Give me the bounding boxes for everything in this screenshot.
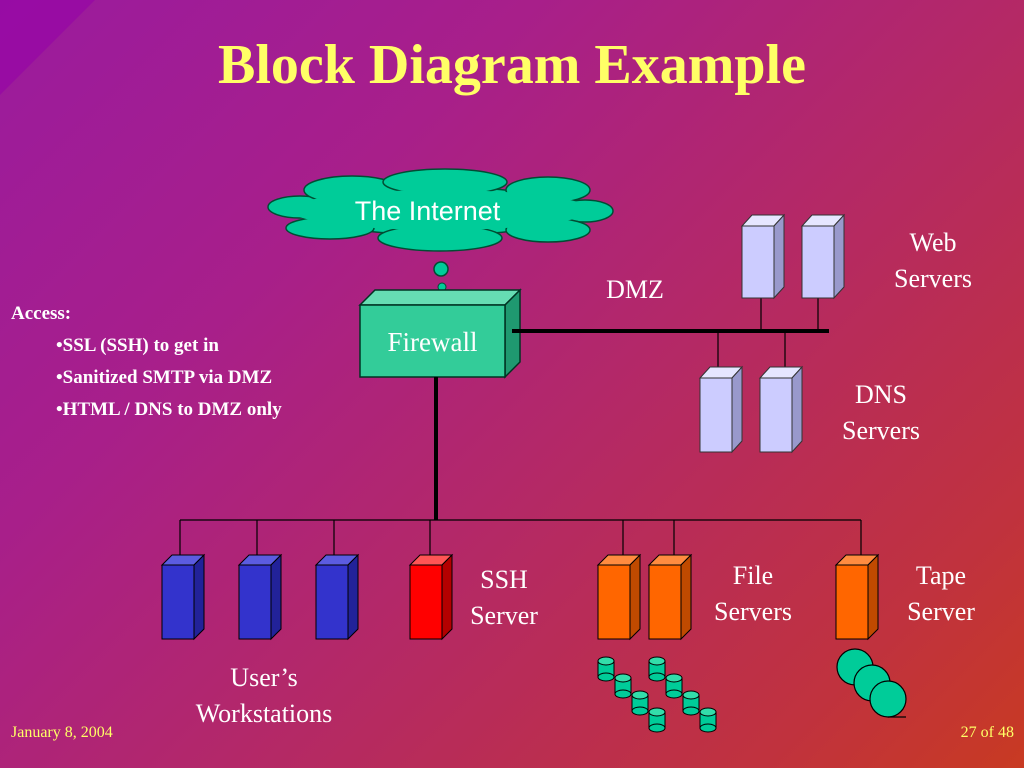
file-servers-label-line2: Servers <box>714 597 792 626</box>
tape-server-label-line1: Tape <box>915 561 967 590</box>
access-heading: Access: <box>11 303 72 324</box>
ssh-server-label-line2: Server <box>470 601 538 630</box>
firewall-label: Firewall <box>387 327 478 357</box>
workstation-3 <box>314 553 360 641</box>
web-servers-label: Web Servers <box>866 225 1000 297</box>
workstations-label: User’s Workstations <box>160 660 368 732</box>
dns-servers-label-line2: Servers <box>842 416 920 445</box>
access-item-ssh: •SSL (SSH) to get in <box>56 335 219 356</box>
dns-servers-label: DNS Servers <box>816 377 946 449</box>
ssh-server-label-line1: SSH <box>480 565 528 594</box>
tape-server <box>834 553 880 641</box>
ssh-server <box>408 553 454 641</box>
internet-cloud <box>267 168 614 292</box>
footer-date: January 8, 2004 <box>11 724 113 741</box>
file-servers-label: File Servers <box>696 558 810 630</box>
dns-server-1 <box>698 365 744 454</box>
page-title: Block Diagram Example <box>218 34 806 96</box>
disk-array <box>597 656 717 733</box>
internet-label: The Internet <box>354 196 501 226</box>
web-server-1 <box>740 213 786 300</box>
dns-server-2 <box>758 365 804 454</box>
workstations-label-line2: Workstations <box>195 699 333 728</box>
corner-decoration <box>0 0 95 95</box>
ssh-server-label: SSH Server <box>450 562 558 634</box>
web-servers-label-line2: Servers <box>894 264 972 293</box>
web-server-2 <box>800 213 846 300</box>
file-server-2 <box>647 553 693 641</box>
workstation-1 <box>160 553 206 641</box>
dns-servers-label-line1: DNS <box>854 380 907 409</box>
firewall-box <box>358 288 522 379</box>
tape-server-label-line2: Server <box>907 597 975 626</box>
dmz-label: DMZ <box>606 275 664 304</box>
web-servers-label-line1: Web <box>909 228 957 257</box>
workstations-label-line1: User’s <box>230 663 298 692</box>
access-item-html-dns: •HTML / DNS to DMZ only <box>56 399 282 420</box>
workstation-2 <box>237 553 283 641</box>
footer-page-number: 27 of 48 <box>960 724 1014 741</box>
file-servers-label-line1: File <box>732 561 774 590</box>
tape-server-label: Tape Server <box>886 558 996 630</box>
access-notes: Access: •SSL (SSH) to get in •Sanitized … <box>11 298 282 426</box>
file-server-1 <box>596 553 642 641</box>
tape-reels <box>836 648 907 718</box>
access-item-smtp: •Sanitized SMTP via DMZ <box>56 367 273 388</box>
